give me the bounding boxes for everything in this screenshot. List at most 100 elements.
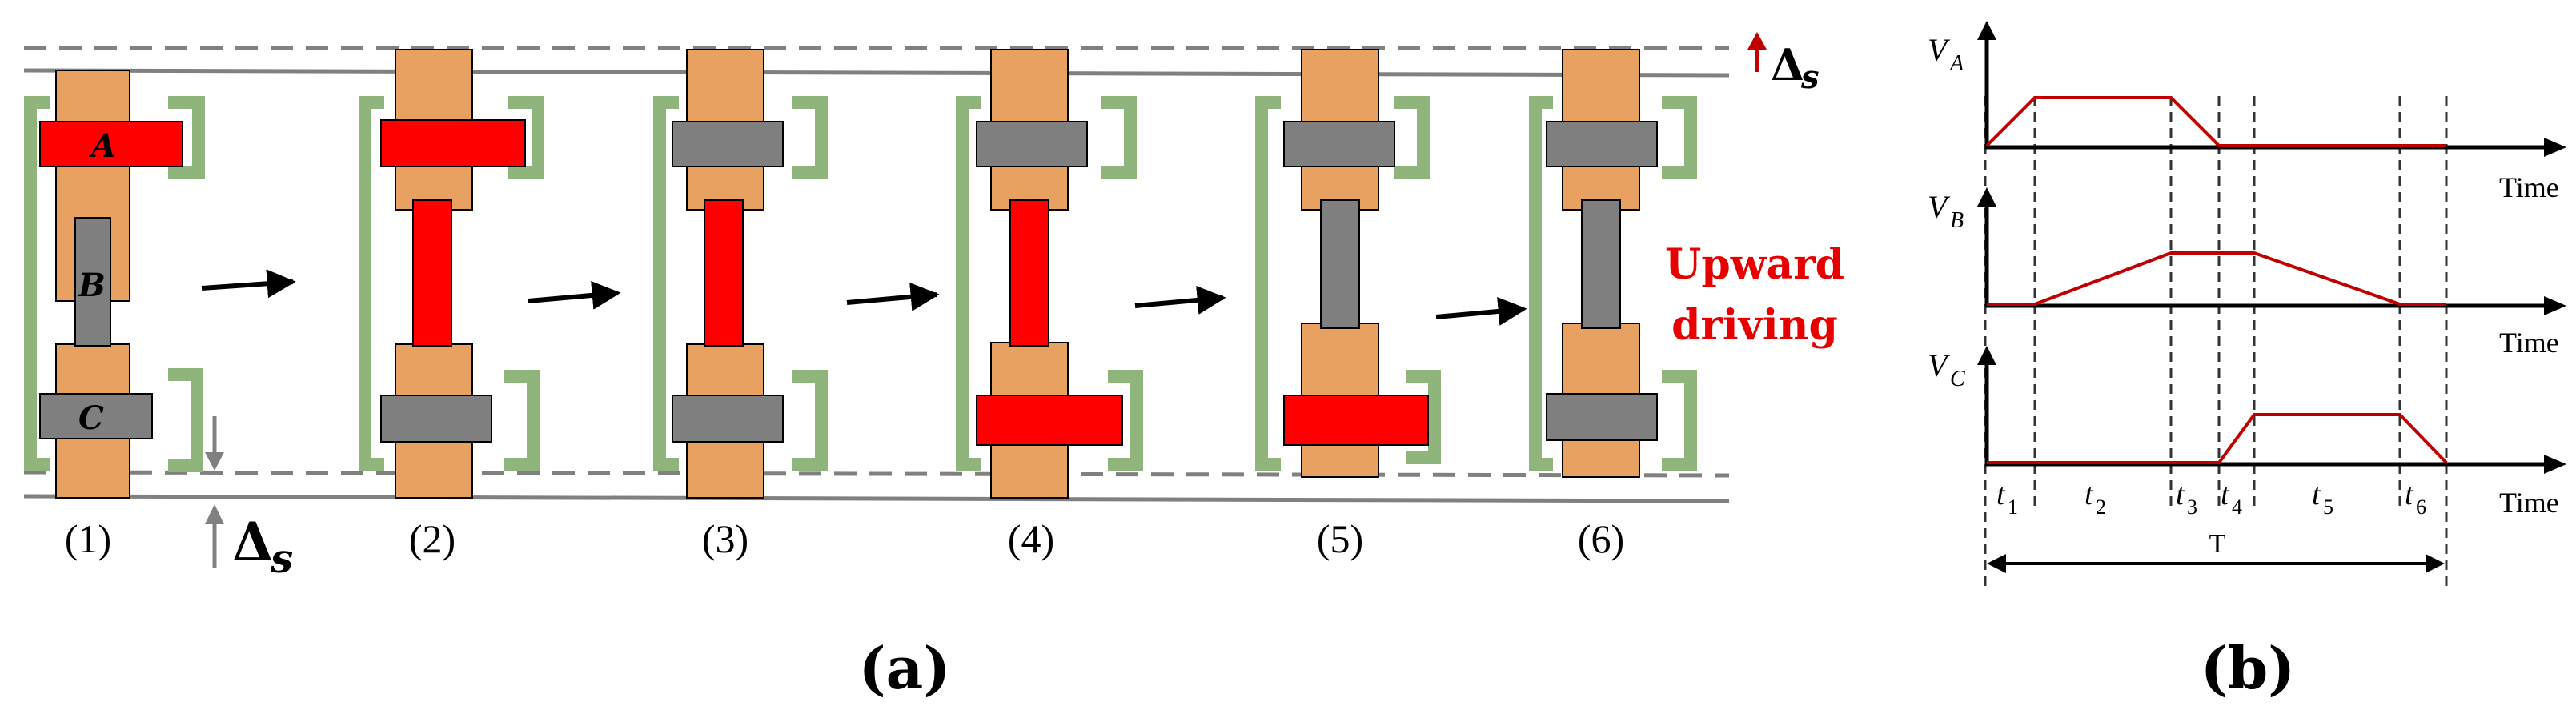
- clamp-frame: [956, 96, 981, 471]
- period-arrow: T: [1987, 529, 2445, 573]
- actuator-b: [412, 199, 452, 347]
- clamp-a: [380, 119, 526, 167]
- t6-sub: 6: [2416, 495, 2426, 519]
- bottom-solid-rail: [23, 494, 1730, 503]
- stage-2: [359, 49, 544, 499]
- stage-3: [653, 49, 828, 499]
- vb-label-sub: B: [1950, 208, 1964, 233]
- clamp-a: [1546, 121, 1658, 167]
- stage-label: (6): [1578, 516, 1624, 561]
- clamp-c: [39, 393, 153, 439]
- clamp-frame: [1101, 96, 1137, 179]
- stage-1: A B C: [24, 70, 205, 499]
- t6-label: t: [2405, 478, 2414, 511]
- clamp-frame: [1662, 96, 1697, 179]
- vc-signal: [1987, 413, 2448, 464]
- t4-label: t: [2221, 478, 2230, 511]
- transition-arrow: [1134, 286, 1226, 315]
- clamp-frame: [1108, 370, 1143, 471]
- va-label-sub: A: [1948, 51, 1964, 76]
- clamp-frame: [168, 96, 205, 179]
- vb-label: V: [1928, 189, 1951, 225]
- va-signal: [1985, 96, 2446, 147]
- clamp-frame: [168, 368, 203, 472]
- clamp-frame: [653, 96, 679, 471]
- vc-time-label: Time: [2499, 487, 2559, 519]
- clamp-frame: [508, 96, 544, 179]
- vb-time-label: Time: [2499, 327, 2559, 359]
- stage-label: (4): [1008, 516, 1054, 561]
- clamp-c: [1283, 395, 1429, 446]
- label-a: A: [88, 127, 116, 165]
- clamp-c: [976, 395, 1123, 446]
- time-marker-labels: t 1 t 2 t 3 t 4 t 5 t 6: [1996, 478, 2426, 519]
- clamp-a: [976, 121, 1088, 167]
- stage-5: [1255, 49, 1441, 478]
- bottom-dashed-rail: [23, 470, 1730, 478]
- label-c: C: [78, 399, 104, 437]
- delta-s-top-indicator: Δ s: [1747, 32, 1820, 96]
- delta-s-bottom-indicator: Δ s: [205, 416, 293, 582]
- panel-b: V A Time V B Time V C Time t: [1928, 21, 2566, 702]
- t1-label: t: [1996, 478, 2006, 511]
- stage-label: (5): [1317, 516, 1363, 561]
- t3-sub: 3: [2187, 495, 2197, 519]
- delta-s-bottom-subscript: s: [270, 535, 293, 582]
- actuator-b: [1009, 199, 1049, 347]
- clamp-frame: [1255, 96, 1281, 471]
- stage-6: [1529, 49, 1697, 478]
- caption-b: (b): [2201, 634, 2295, 702]
- label-b: B: [78, 267, 106, 304]
- clamp-c: [672, 395, 784, 443]
- caption-a: (a): [859, 634, 951, 702]
- actuator-b: [1320, 199, 1360, 329]
- va-label: V: [1928, 32, 1951, 68]
- clamp-frame: [792, 370, 828, 471]
- stage-label: (3): [702, 516, 748, 561]
- clamp-a: [1283, 121, 1395, 167]
- actuator-b: [704, 199, 744, 347]
- top-solid-rail: [23, 68, 1730, 78]
- upward-driving-label: driving: [1671, 301, 1838, 350]
- actuator-b: [74, 217, 111, 347]
- clamp-a: [39, 121, 183, 167]
- delta-s-top-subscript: s: [1800, 58, 1820, 96]
- actuator-b: [1581, 199, 1621, 329]
- clamp-frame: [504, 370, 540, 471]
- stage-label: (1): [65, 516, 111, 561]
- clamp-a: [672, 121, 784, 167]
- period-label: T: [2209, 529, 2226, 559]
- t2-label: t: [2084, 478, 2094, 511]
- t5-label: t: [2312, 478, 2321, 511]
- vb-signal: [1987, 251, 2446, 306]
- transition-arrow: [528, 280, 621, 310]
- clamp-frame: [24, 96, 50, 471]
- delta-s-top-symbol: Δ: [1771, 39, 1804, 90]
- va-plot: V A Time: [1928, 21, 2566, 203]
- vb-plot: V B Time: [1928, 187, 2566, 359]
- clamp-c: [380, 395, 492, 443]
- stage-label: (2): [409, 516, 455, 561]
- upward-driving-label: Upward: [1665, 240, 1844, 289]
- transition-arrow: [1435, 297, 1527, 326]
- t2-sub: 2: [2096, 495, 2106, 519]
- vc-label: V: [1928, 347, 1951, 383]
- clamp-frame: [1529, 96, 1553, 471]
- t4-sub: 4: [2232, 495, 2242, 519]
- stage-4: [956, 49, 1143, 499]
- clamp-c: [1546, 393, 1658, 441]
- t3-label: t: [2176, 478, 2185, 511]
- t5-sub: 5: [2323, 495, 2333, 519]
- clamp-frame: [1406, 370, 1441, 464]
- vc-label-sub: C: [1950, 367, 1965, 391]
- transition-arrow: [846, 282, 940, 311]
- clamp-frame: [1394, 96, 1430, 179]
- clamp-frame: [1662, 370, 1697, 471]
- delta-s-bottom-symbol: Δ: [232, 511, 273, 573]
- panel-a: Δ s Δ s A B C: [23, 32, 1844, 702]
- va-time-label: Time: [2499, 171, 2559, 203]
- transition-arrow: [201, 269, 296, 299]
- vc-plot: V C Time: [1928, 346, 2566, 519]
- t1-sub: 1: [2008, 495, 2018, 519]
